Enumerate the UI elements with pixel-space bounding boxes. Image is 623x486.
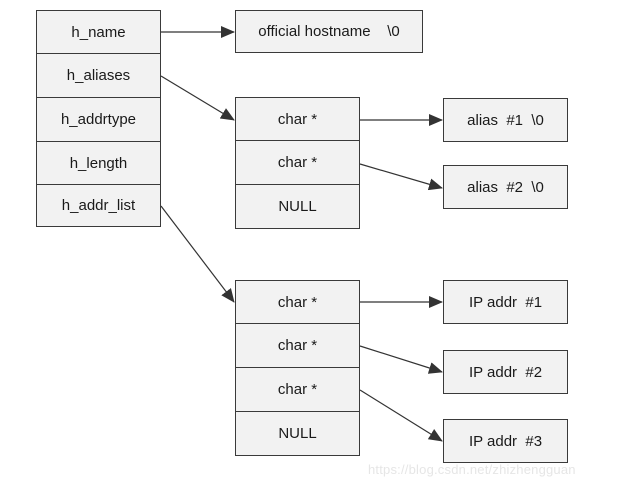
addr-pointer-1: char *	[235, 280, 360, 324]
arrow-addr-ptr-3	[359, 389, 443, 442]
alias-pointer-2: char *	[235, 141, 360, 185]
field-h-aliases: h_aliases	[36, 54, 161, 98]
arrow-addr-ptr-2	[359, 345, 443, 374]
field-h-addrtype: h_addrtype	[36, 98, 161, 142]
alias-string-1: alias #1 \0	[443, 98, 568, 142]
alias-string-2: alias #2 \0	[443, 165, 568, 209]
alias-pointer-1: char *	[235, 97, 360, 141]
field-h-length: h_length	[36, 142, 161, 185]
ip-addr-2: IP addr #2	[443, 350, 568, 394]
arrow-alias-ptr-2	[359, 163, 443, 191]
field-h-addr-list: h_addr_list	[36, 185, 161, 227]
addr-pointer-3: char *	[235, 368, 360, 412]
addr-null: NULL	[235, 412, 360, 456]
ip-addr-3: IP addr #3	[443, 419, 568, 463]
arrow-h-addr-list-to-addr-array	[160, 205, 235, 303]
alias-null: NULL	[235, 185, 360, 229]
official-hostname-box: official hostname \0	[235, 10, 423, 53]
arrow-h-aliases-to-alias-array	[160, 75, 235, 121]
field-h-name: h_name	[36, 10, 161, 54]
addr-pointer-2: char *	[235, 324, 360, 368]
watermark: https://blog.csdn.net/zhizhengguan	[368, 462, 576, 477]
ip-addr-1: IP addr #1	[443, 280, 568, 324]
